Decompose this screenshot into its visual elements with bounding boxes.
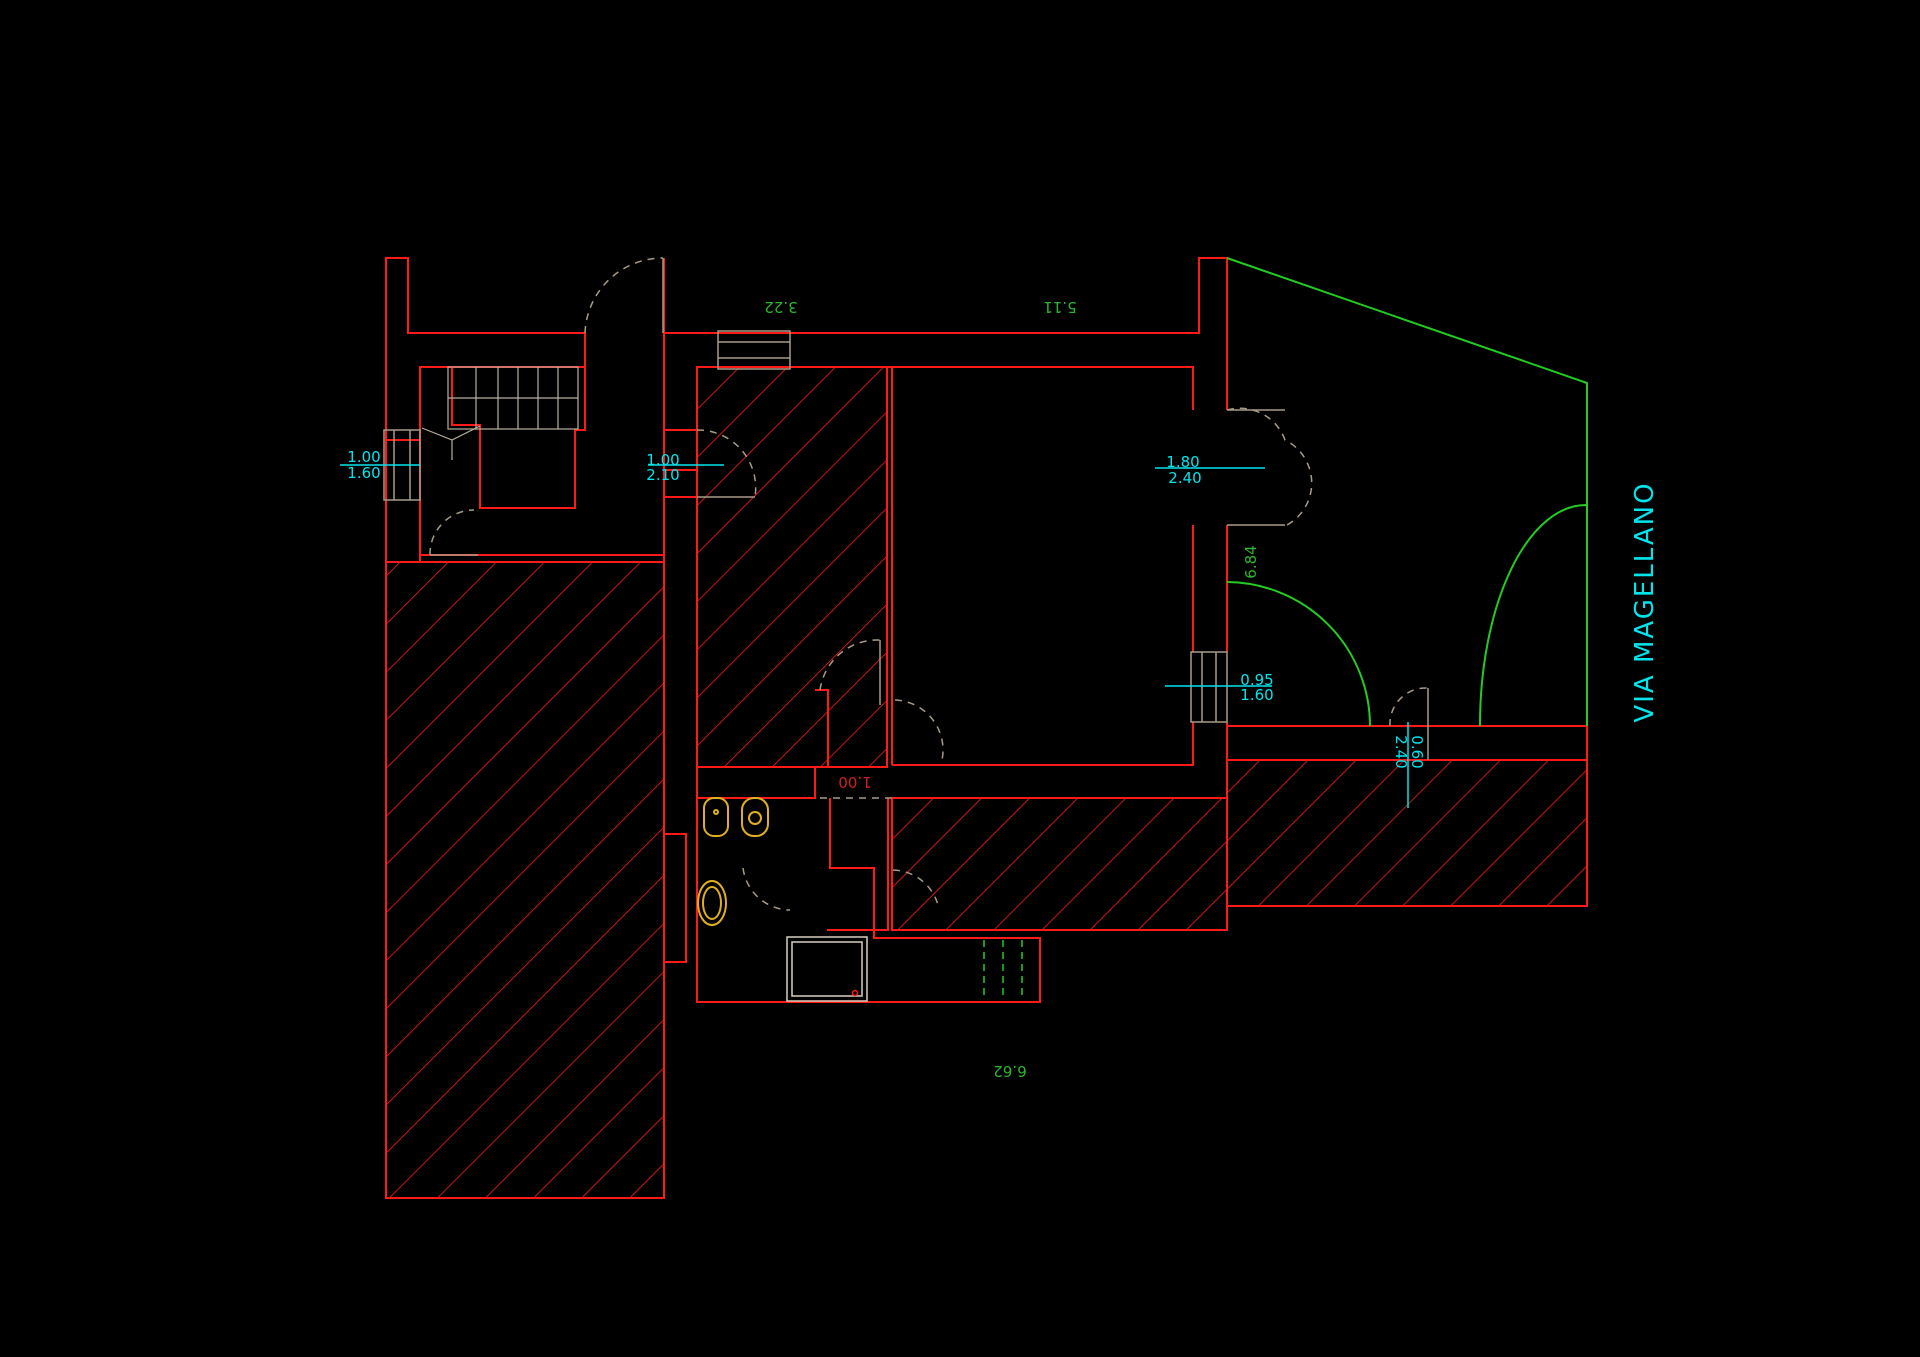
kitchen-unit — [983, 940, 1023, 1000]
bathroom-fixtures — [697, 797, 769, 926]
length-east: 6.84 — [1242, 545, 1260, 578]
window-west-height: 1.60 — [347, 464, 380, 482]
window-east-frame — [1190, 651, 1228, 723]
door-east-height: 2.40 — [1168, 469, 1201, 487]
hatch-south-block — [891, 797, 1228, 931]
dimension-leaders — [340, 464, 1409, 808]
shower-tray-icon — [786, 936, 868, 1002]
bidet-icon — [703, 797, 729, 837]
length-top-right: 5.11 — [1043, 298, 1076, 316]
length-corridor: 1.00 — [838, 773, 871, 791]
length-labels: 3.22 5.11 6.84 6.62 1.00 — [764, 298, 1260, 1080]
hatched-areas — [385, 366, 1588, 1199]
window-east-width: 0.95 — [1240, 671, 1273, 689]
door-gate-width: 0.60 — [1408, 735, 1426, 768]
toilet-icon — [741, 797, 769, 837]
door-entry-width: 1.00 — [646, 451, 679, 469]
street-name: VIA MAGELLANO — [1630, 481, 1660, 722]
door-leaves — [430, 258, 1429, 760]
property-boundary — [1226, 257, 1588, 727]
hatch-southeast-block — [1226, 759, 1588, 907]
window-east-height: 1.60 — [1240, 686, 1273, 704]
shower-tray — [786, 936, 868, 1002]
hatch-central-block — [696, 366, 888, 768]
door-east-width: 1.80 — [1166, 453, 1199, 471]
length-bottom: 6.62 — [993, 1062, 1026, 1080]
door-entry-height: 2.10 — [646, 466, 679, 484]
hatch-west-block — [385, 561, 665, 1199]
window-north-frame — [717, 330, 791, 370]
washbasin-icon — [697, 880, 727, 926]
length-top-left: 3.22 — [764, 298, 797, 316]
door-gate-height: 2.40 — [1392, 735, 1410, 768]
stairs — [421, 366, 579, 460]
window-west-width: 1.00 — [347, 448, 380, 466]
opening-labels: 1.00 1.60 1.00 2.10 1.80 2.40 0.95 1.60 … — [347, 448, 1426, 769]
walls — [385, 257, 1588, 1198]
